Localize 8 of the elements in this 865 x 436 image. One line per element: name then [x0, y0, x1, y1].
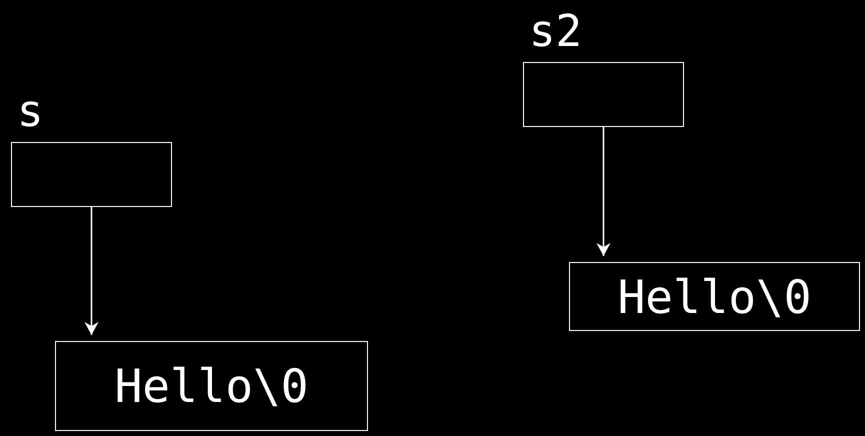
variable-name: s2	[529, 6, 582, 58]
string-value: Hello\0	[114, 363, 308, 409]
arrow	[84, 207, 98, 335]
string-value: Hello\0	[618, 274, 812, 320]
arrow	[596, 127, 610, 256]
string-box	[55, 341, 368, 431]
variable-name: s	[17, 86, 44, 138]
string-box	[569, 262, 860, 331]
